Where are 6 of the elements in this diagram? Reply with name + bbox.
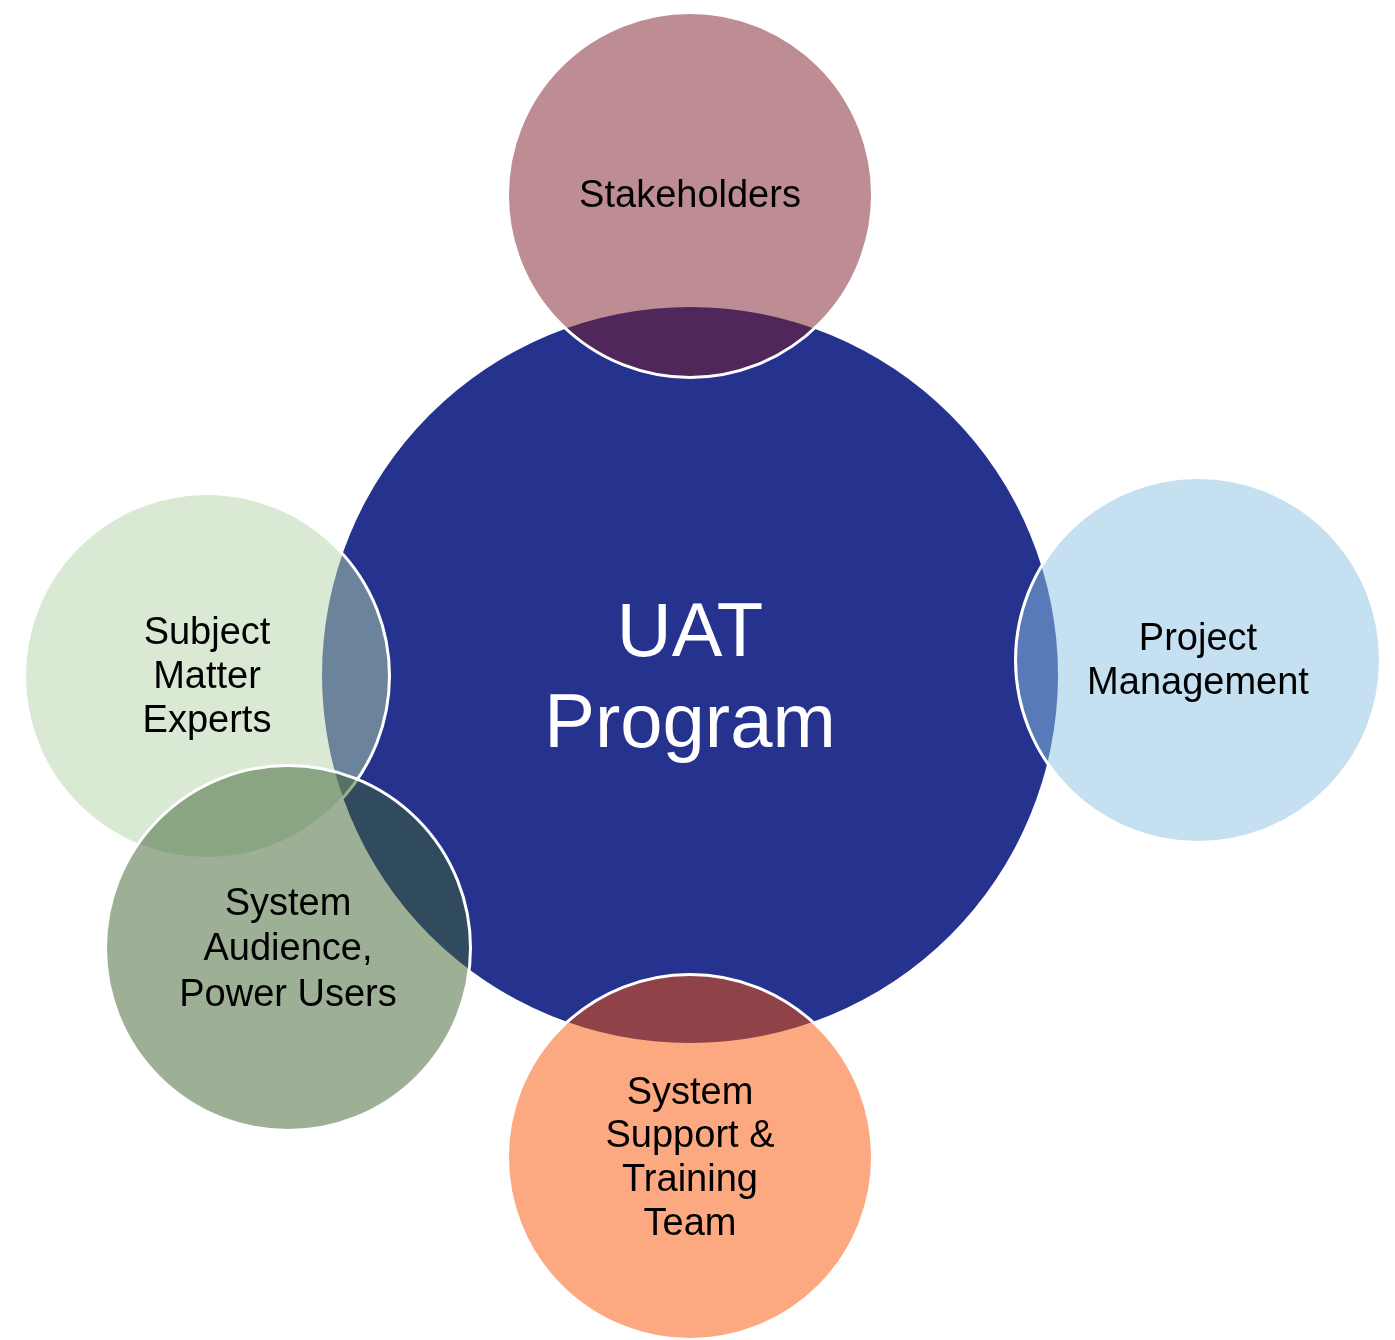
circle-label: Subject Matter Experts <box>141 610 273 742</box>
circle-label: Stakeholders <box>579 173 801 217</box>
circle-label: System Support & Training Team <box>604 1069 776 1245</box>
circle-label: Project Management <box>1086 616 1310 704</box>
circle-label: System Audience, Power Users <box>178 879 398 1016</box>
circle-label: UAT Program <box>543 585 837 765</box>
